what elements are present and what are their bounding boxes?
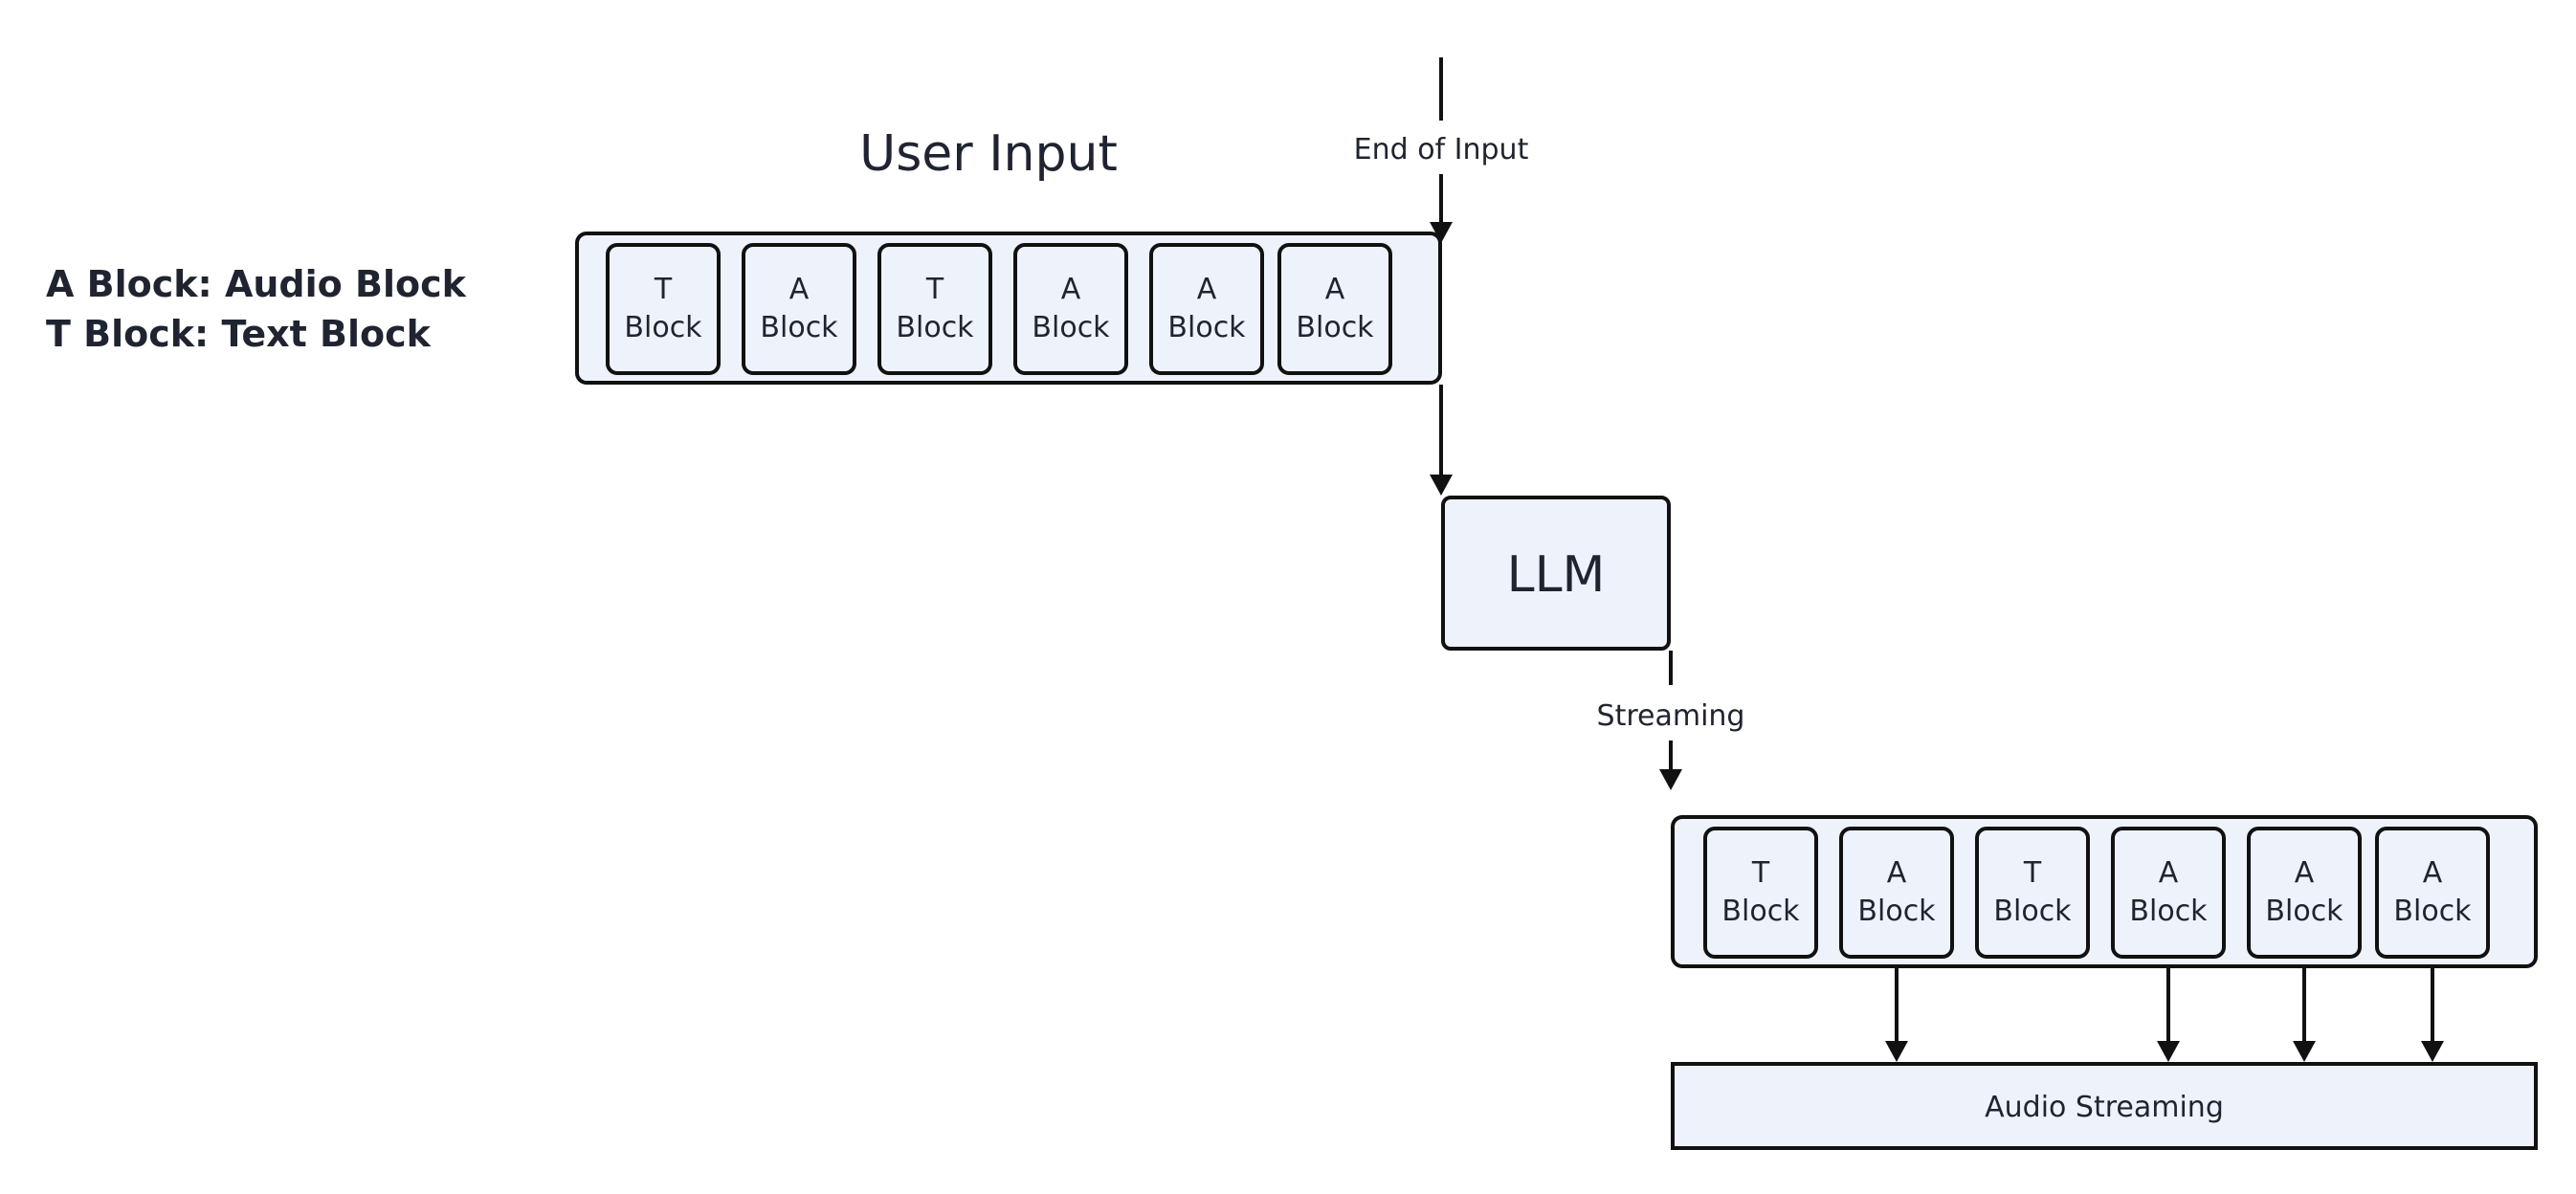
output-block-label: Block (1993, 895, 2072, 928)
output-block-label: Block (2393, 895, 2472, 928)
input-block-box (606, 243, 721, 375)
output-block-box (1839, 827, 1954, 959)
output-block-box (2375, 827, 2490, 959)
output-block-1: T Block (1703, 827, 1818, 959)
audio-arrowhead-4 (2421, 1041, 2444, 1062)
input-block-label: Block (1296, 311, 1374, 344)
output-block-label: Block (1857, 895, 1936, 928)
input-block-box (1277, 243, 1392, 375)
input-block-box (877, 243, 992, 375)
input-block-kind: A (1061, 273, 1081, 306)
streaming-arrowhead (1659, 769, 1682, 790)
input-block-kind: T (925, 273, 944, 306)
audio-arrow-group (1885, 968, 2444, 1062)
input-block-box (1013, 243, 1128, 375)
output-block-3: T Block (1975, 827, 2090, 959)
streaming-label: Streaming (1597, 699, 1745, 733)
end-of-input-label: End of Input (1354, 133, 1529, 166)
input-block-kind: T (654, 273, 673, 306)
input-block-box (1149, 243, 1264, 375)
output-block-box (1703, 827, 1818, 959)
input-block-2: A Block (742, 243, 856, 375)
llm-label: LLM (1507, 546, 1606, 604)
output-block-kind: T (2023, 856, 2042, 890)
output-block-kind: A (1887, 856, 1907, 890)
input-to-llm-arrowhead (1430, 475, 1453, 496)
input-block-kind: A (1197, 273, 1217, 306)
output-block-box (2247, 827, 2362, 959)
input-block-group: T Block A Block T Block A Block A Block A Block (606, 243, 1392, 375)
legend-audio-block: A Block: Audio Block (46, 263, 467, 305)
output-block-2: A Block (1839, 827, 1954, 959)
output-block-box (1975, 827, 2090, 959)
audio-arrowhead-1 (1885, 1041, 1908, 1062)
output-block-kind: A (2295, 856, 2315, 890)
input-block-label: Block (760, 311, 838, 344)
audio-arrowhead-2 (2157, 1041, 2180, 1062)
output-block-4: A Block (2111, 827, 2226, 959)
user-input-title: User Input (859, 125, 1118, 183)
output-block-box (2111, 827, 2226, 959)
output-block-label: Block (2265, 895, 2343, 928)
audio-streaming-box (1671, 1062, 2538, 1150)
audio-arrowhead-3 (2293, 1041, 2316, 1062)
output-block-kind: T (1751, 856, 1770, 890)
output-block-kind: A (2159, 856, 2179, 890)
output-block-6: A Block (2375, 827, 2490, 959)
legend-text-block: T Block: Text Block (46, 313, 432, 355)
llm-box (1441, 496, 1671, 651)
input-block-label: Block (1032, 311, 1110, 344)
audio-streaming-label: Audio Streaming (1985, 1091, 2224, 1124)
input-block-3: T Block (877, 243, 992, 375)
output-block-5: A Block (2247, 827, 2362, 959)
output-block-kind: A (2423, 856, 2443, 890)
input-block-1: T Block (606, 243, 721, 375)
input-block-label: Block (624, 311, 702, 344)
output-block-label: Block (1721, 895, 1800, 928)
input-block-label: Block (1167, 311, 1246, 344)
input-block-kind: A (789, 273, 810, 306)
input-block-box (742, 243, 856, 375)
output-block-group: T Block A Block T Block A Block A Block A Block (1703, 827, 2490, 959)
input-block-label: Block (896, 311, 974, 344)
input-block-5: A Block (1149, 243, 1264, 375)
output-block-label: Block (2129, 895, 2208, 928)
input-block-kind: A (1325, 273, 1345, 306)
end-of-input-arrowhead (1430, 222, 1453, 243)
input-block-6: A Block (1277, 243, 1392, 375)
input-block-4: A Block (1013, 243, 1128, 375)
